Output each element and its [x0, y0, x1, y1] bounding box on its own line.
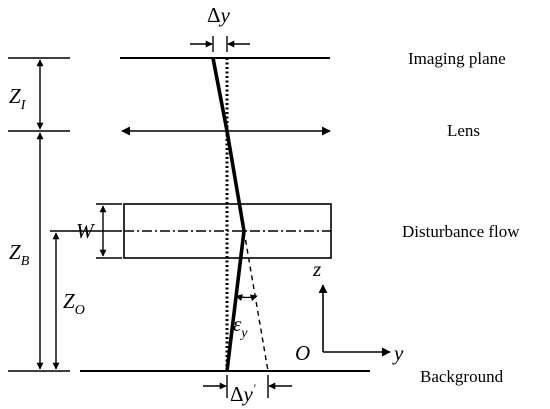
zi-label: ZI — [9, 84, 27, 113]
origin-label: O — [295, 341, 310, 365]
epsilon-y-angle-arc — [235, 294, 258, 302]
delta-y-top-label: Δy — [207, 3, 231, 27]
y-axis-label: y — [392, 341, 404, 365]
zo-label: ZO — [63, 289, 85, 318]
z-axis-label: z — [312, 257, 321, 281]
zb-label: ZB — [9, 240, 30, 269]
background-label: Background — [420, 367, 504, 386]
w-label: W — [76, 219, 96, 243]
imaging-plane-label: Imaging plane — [408, 49, 506, 68]
delta-y-bottom-label: Δy′ — [230, 381, 256, 406]
disturbance-flow-label: Disturbance flow — [402, 222, 520, 241]
extrapolated-ray-dashed — [243, 230, 269, 372]
lens-label: Lens — [447, 121, 480, 140]
epsilon-y-label: εy — [233, 312, 248, 341]
